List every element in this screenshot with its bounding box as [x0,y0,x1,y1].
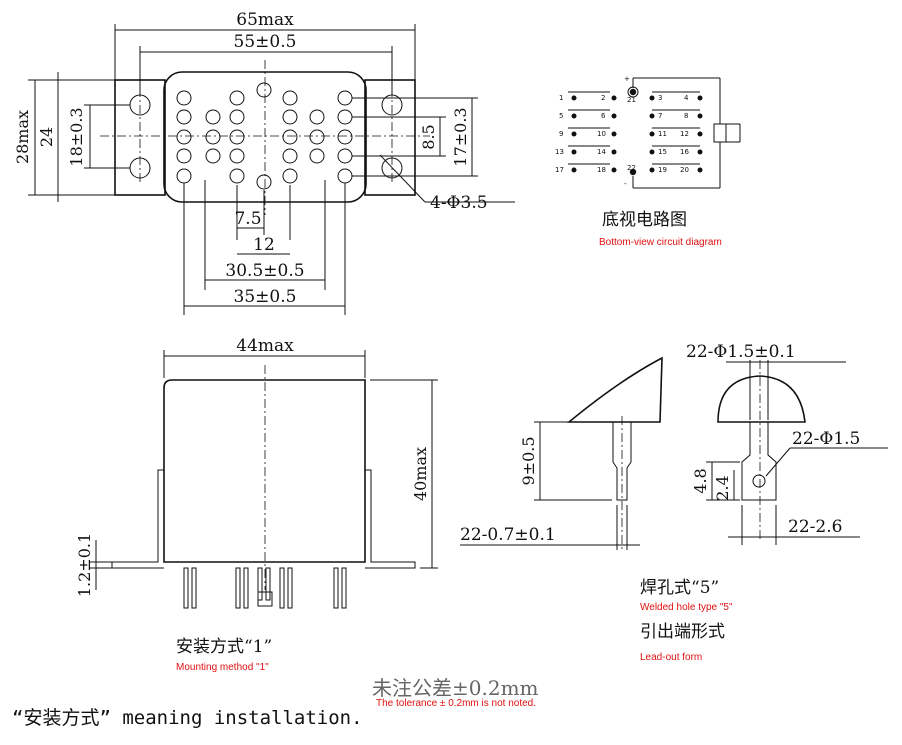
pin-label: 19 [658,166,667,174]
side-pins [183,567,347,609]
dim-44max: 44max [236,336,294,356]
dim-7-5: 7.5 [234,209,261,229]
pin-label: 13 [555,148,564,156]
tolerance-note-en: The tolerance ± 0.2mm is not noted. [376,698,536,709]
terminal-detail: 9±0.5 22-0.7±0.1 22-Φ1.5±0.1 22-Φ1.5 4.8… [460,342,888,663]
dim-2-6: 22-2.6 [788,517,842,537]
pin-label: 4 [684,94,689,102]
dim-24: 24 [37,127,56,147]
pin-label: 10 [597,130,606,138]
welded-caption: 焊孔式“5” [640,578,719,598]
contact-group-left: 1 2 5 6 9 10 13 14 17 18 [555,91,617,174]
pin-label: 22 [627,164,636,172]
dim-30-5: 30.5±0.5 [225,261,304,281]
contact-group-right: 3 4 7 8 11 12 15 16 19 20 [649,91,703,174]
tolerance-note: 未注公差±0.2mm [372,676,539,700]
dim-40max: 40max [411,447,430,501]
dim-8-5: 8.5 [419,124,438,149]
pin-label: 18 [597,166,606,174]
dim-1-2: 1.2±0.1 [75,533,94,597]
leadout-caption: 引出端形式 [640,622,725,642]
dim-1-5-top: 22-Φ1.5±0.1 [686,342,796,362]
pin-label: 16 [680,148,689,156]
dim-12: 12 [253,235,275,255]
mounting-caption-en: Mounting method "1" [176,662,269,673]
pin-label: 15 [658,148,667,156]
pin-label: 14 [597,148,606,156]
dim-18: 18±0.3 [67,107,86,166]
pin-label: 2 [601,94,605,102]
terminal-dome [717,375,806,423]
terminal-wedge [566,356,663,423]
dim-35: 35±0.5 [234,287,297,307]
mounting-caption: 安装方式“1” [176,637,272,657]
circuit-title: 底视电路图 [602,210,687,230]
dim-28max: 28max [13,110,32,164]
circuit-diagram: + - 1 2 5 6 9 10 13 14 17 18 21 22 [555,75,741,248]
leadout-caption-en: Lead-out form [640,652,702,663]
dim-0-7: 22-0.7±0.1 [460,525,556,545]
relay-body-side [163,379,366,563]
dim-55: 55±0.5 [234,32,297,52]
pin-label: 11 [658,130,667,138]
meaning-note: “安装方式” meaning installation. [12,707,363,729]
top-view: 65max 55±0.5 28max 24 18±0.3 8.5 17±0.3 … [13,10,515,315]
pin-label: 20 [680,166,689,174]
side-view: 44max 40max 1.2±0.1 安装方式“1” Mounting met… [75,336,438,673]
pin-label: 12 [680,130,689,138]
pin-label: 6 [601,112,606,120]
right-flange [364,79,416,196]
dim-65max: 65max [236,10,294,30]
circuit-title-en: Bottom-view circuit diagram [599,237,722,248]
dim-2-4: 2.4 [713,475,732,500]
minus-label: - [624,180,627,188]
welded-caption-en: Welded hole type "5" [640,602,733,613]
pin-label: 1 [559,94,563,102]
pin-label: 9 [559,130,563,138]
pin-label: 5 [559,112,563,120]
dim-1-5: 22-Φ1.5 [792,429,860,449]
coil-icon [713,123,727,143]
plus-label: + [624,75,630,83]
pin-label: 8 [684,112,688,120]
pin-label: 3 [658,94,662,102]
solder-hole-icon [752,474,766,488]
pin-grid [176,82,353,190]
pin-label: 17 [555,166,564,174]
pin-label: 21 [627,96,636,104]
dim-hole: 4-Φ3.5 [430,193,488,213]
dim-17: 17±0.3 [451,107,470,166]
pin-label: 7 [658,112,662,120]
dim-4-8: 4.8 [691,468,710,493]
dim-9: 9±0.5 [519,436,538,485]
